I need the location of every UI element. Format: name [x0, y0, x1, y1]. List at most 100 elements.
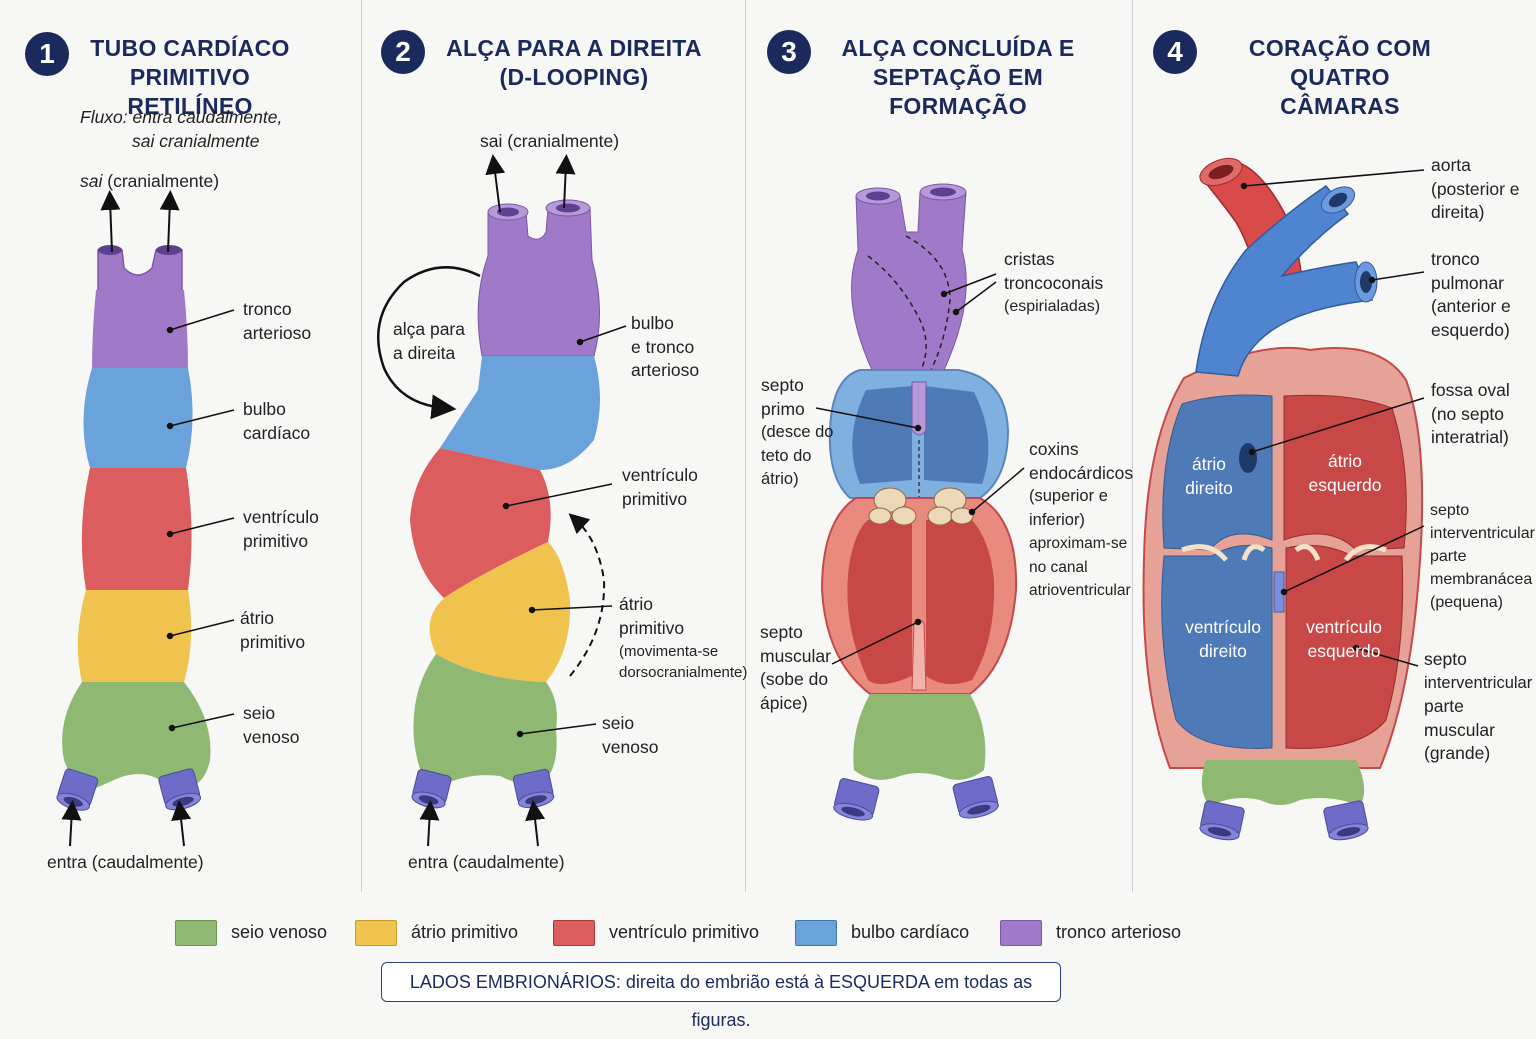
right-loop-curved-arrow [376, 266, 481, 420]
right-ventricle-chamber [1161, 544, 1273, 749]
pulmonary-trunk-vessel [1195, 184, 1374, 377]
segment-sinus-venosus [413, 654, 557, 787]
dorsocranial-dashed-arrow [568, 513, 606, 677]
inflow-pipe-left [411, 769, 452, 809]
panel-1-title-line2: PRIMITIVO RETILÍNEO [127, 64, 253, 119]
segment-sinus-venosus [853, 694, 986, 780]
segment-truncus-arteriosus [477, 207, 600, 357]
septating-heart [815, 183, 1025, 821]
legend-swatch [795, 920, 837, 946]
panel-1-badge: 1 [25, 32, 69, 76]
p1-inflow-label: entra (caudalmente) [47, 852, 204, 872]
panel-divider-1 [361, 0, 362, 892]
right-atrium-chamber [1162, 394, 1273, 551]
legend-label: ventrículo primitivo [609, 922, 760, 942]
panel-2-badge: 2 [381, 30, 425, 74]
segment-bulbus-cordis [440, 356, 600, 470]
segment-truncus-arteriosus [92, 290, 188, 368]
truncus-conotruncal [851, 191, 967, 371]
panel-4-title-line1: CORAÇÃO COM QUATRO [1248, 35, 1432, 90]
left-atrium-chamber [1283, 394, 1407, 551]
panel-1-title: TUBO CARDÍACO PRIMITIVO RETILÍNEO [70, 34, 310, 121]
p1-outflow-word: sai [80, 171, 103, 191]
legend-swatch [1000, 920, 1042, 946]
flow-note: Fluxo: entra caudalmente, sai cranialmen… [80, 106, 282, 153]
p2-inflow-label: entra (caudalmente) [408, 852, 565, 872]
segment-sinus-venosus [62, 682, 211, 789]
panel-1-title-line1: TUBO CARDÍACO [90, 35, 290, 61]
panel-2-title-line1: ALÇA PARA A DIREITA [446, 35, 702, 61]
embryonic-sides-note: LADOS EMBRIONÁRIOS: direita do embrião e… [381, 962, 1061, 1030]
segment-primitive-atrium [429, 542, 571, 682]
panel-divider-2 [745, 0, 746, 892]
panel-4-title-line2: CÂMARAS [1280, 93, 1400, 119]
septum-primum-shape [911, 381, 927, 436]
panel-4-badge: 4 [1153, 30, 1197, 74]
inflow-pipe-right [1323, 800, 1369, 841]
looping-heart-tube [376, 154, 627, 847]
inflow-pipe-left [833, 778, 880, 821]
left-ventricle-chamber [1285, 544, 1404, 749]
panel-divider-3 [1132, 0, 1133, 892]
panel-2-title: ALÇA PARA A DIREITA (D-LOOPING) [440, 34, 708, 92]
conotruncal-ridge-2 [905, 235, 951, 373]
segment-sinus-venosus [1201, 760, 1365, 806]
flow-note-line2: sai cranialmente [132, 130, 260, 151]
inflow-pipe-left [1199, 800, 1245, 841]
endocardial-cushion-right [927, 487, 974, 526]
legend-swatch [355, 920, 397, 946]
p1-outflow-qualifier: (cranialmente) [102, 171, 220, 191]
muscular-septum-shape [911, 619, 927, 691]
legend-swatch [553, 920, 595, 946]
panel-3-title-line1: ALÇA CONCLUÍDA E [841, 35, 1075, 61]
conotruncal-ridge-1 [867, 255, 927, 381]
panel-3-title-line2: SEPTAÇÃO EM FORMAÇÃO [872, 64, 1044, 119]
legend-label: seio venoso [231, 922, 328, 942]
panel-3-title: ALÇA CONCLUÍDA E SEPTAÇÃO EM FORMAÇÃO [812, 34, 1104, 121]
straight-heart-tube [56, 190, 235, 847]
legend-label: bulbo cardíaco [851, 922, 970, 942]
p1-outflow-label: sai (cranialmente) [80, 170, 219, 194]
panel-3-badge: 3 [767, 30, 811, 74]
inflow-pipe-right [952, 776, 999, 819]
atrioventricular-valves [1181, 544, 1387, 562]
endocardial-cushion-left [868, 487, 917, 526]
flow-note-line1: Fluxo: entra caudalmente, [80, 107, 283, 127]
p2-outflow-label: sai (cranialmente) [480, 131, 620, 151]
four-chamber-heart [1142, 157, 1425, 841]
segment-bulbus-cordis [83, 368, 193, 468]
inflow-pipe-right [512, 768, 555, 809]
panel-4-title: CORAÇÃO COM QUATRO CÂMARAS [1208, 34, 1472, 121]
segment-primitive-ventricle [81, 468, 192, 590]
segment-primitive-atrium [77, 590, 192, 682]
segment-primitive-ventricle [410, 448, 551, 598]
panel-2-title-line2: (D-LOOPING) [499, 64, 649, 90]
legend-label: tronco arterioso [1056, 922, 1182, 942]
legend-label: átrio primitivo [411, 922, 519, 942]
